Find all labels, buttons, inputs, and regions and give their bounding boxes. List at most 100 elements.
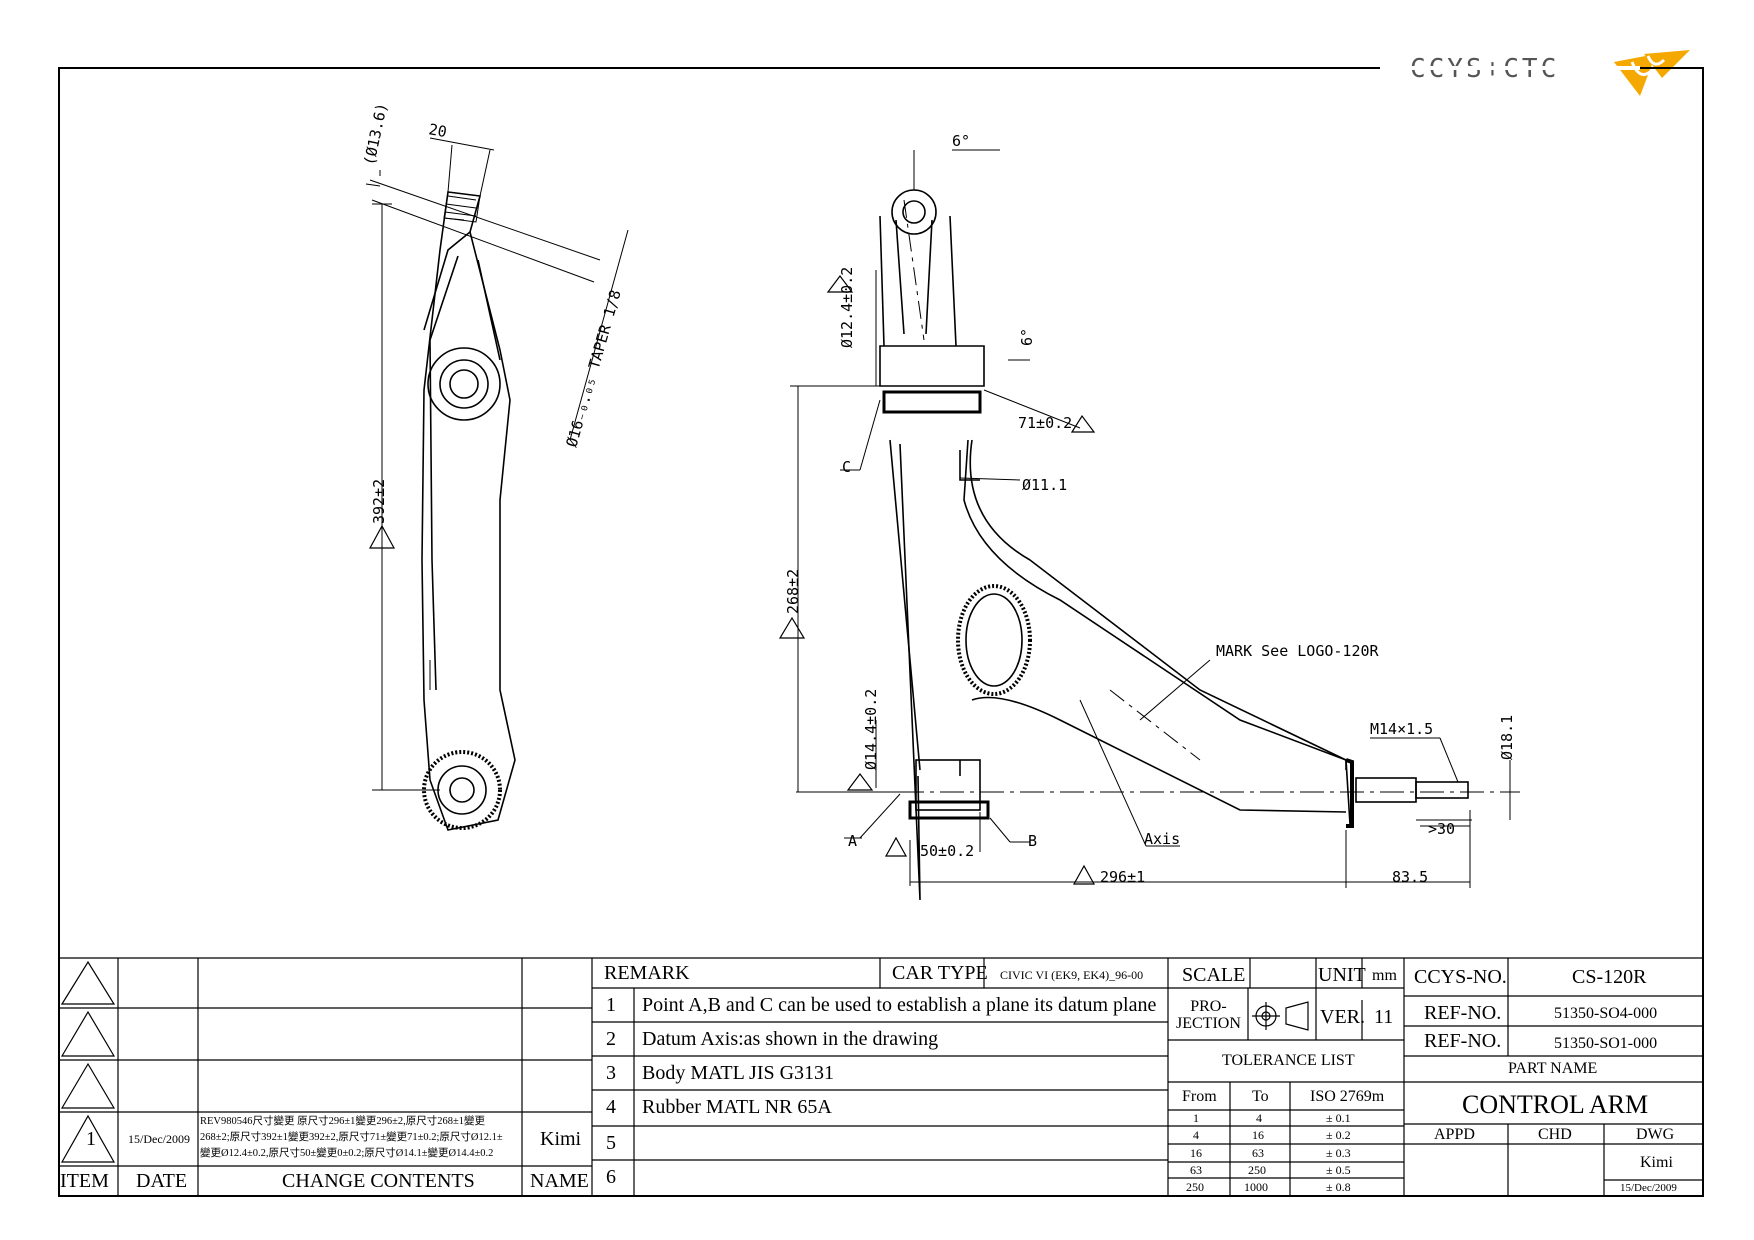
dim-d181: Ø18.1 [1498, 715, 1516, 760]
header-item: ITEM [60, 1170, 109, 1192]
left-dim-labels: (Ø13.6) 20 Ø16₋₀.₀₅ TAPER 1/8 392±2 [360, 101, 624, 524]
dwg-name: Kimi [1640, 1154, 1673, 1171]
tol-from-4: 63 [1190, 1163, 1202, 1177]
left-view-dims [365, 137, 629, 791]
remark-num-5: 5 [606, 1132, 616, 1154]
title-block-grid [58, 957, 1704, 1196]
dim-triangle-a [884, 836, 908, 857]
tol-from-1: 1 [1193, 1111, 1199, 1125]
ref-no-label-1: REF-NO. [1424, 1002, 1502, 1024]
tol-to-1: 4 [1256, 1111, 1262, 1125]
ccys-no-value: CS-120R [1572, 966, 1647, 988]
ccys-no-label: CCYS-NO. [1414, 966, 1507, 988]
remark-text-2: Datum Axis:as shown in the drawing [642, 1028, 939, 1050]
remark-num-6: 6 [606, 1166, 616, 1188]
revision-contents-2: 268±2;原尺寸392±1變更392±2,原尺寸71±變更71±0.2;原尺寸… [200, 1132, 503, 1143]
tol-from-2: 4 [1193, 1128, 1199, 1142]
dim-triangle-268 [778, 616, 806, 639]
tol-from-3: 16 [1190, 1146, 1202, 1160]
dim-label-b: B [1028, 832, 1037, 850]
tolerance-title: TOLERANCE LIST [1222, 1052, 1355, 1069]
header-date: DATE [136, 1170, 188, 1192]
header-name: NAME [530, 1170, 589, 1192]
projection-label: PRO- JECTION [1176, 998, 1241, 1032]
dim-d124: Ø12.4±0.2 [838, 267, 856, 348]
part-name-value: CONTROL ARM [1462, 1090, 1649, 1119]
ref-no-value-2: 51350-SO1-000 [1554, 1035, 1658, 1052]
tol-val-3: ± 0.3 [1326, 1146, 1351, 1160]
dim-d20: 20 [427, 120, 448, 141]
part-name-label: PART NAME [1508, 1060, 1598, 1077]
revision-contents-3: 變更Ø12.4±0.2,原尺寸50±變更0±0.2;原尺寸Ø14.1±變更Ø14… [200, 1148, 494, 1159]
tol-to-3: 63 [1252, 1146, 1264, 1160]
remark-num-2: 2 [606, 1028, 616, 1050]
revision-item: 1 [86, 1128, 96, 1150]
revision-contents-1: REV980546尺寸變更 原尺寸296±1變更296±2,原尺寸268±1變更 [200, 1116, 486, 1127]
dim-d30: >30 [1428, 820, 1455, 838]
dim-d144: Ø14.4±0.2 [862, 689, 880, 770]
revision-name: Kimi [540, 1128, 582, 1150]
dim-d835: 83.5 [1392, 868, 1428, 886]
dim-d50: 50±0.2 [920, 842, 974, 860]
tol-header-from: From [1182, 1088, 1217, 1105]
dim-label-a: A [848, 832, 857, 850]
revision-date: 15/Dec/2009 [128, 1132, 190, 1146]
dim-taper: Ø16₋₀.₀₅ TAPER 1/8 [563, 288, 625, 449]
header-change: CHANGE CONTENTS [282, 1170, 475, 1192]
dim-triangle-71 [1070, 414, 1096, 433]
company-logo-icon [1614, 50, 1690, 96]
remark-num-1: 1 [606, 994, 616, 1016]
remark-text-4: Rubber MATL NR 65A [642, 1096, 832, 1118]
tol-to-2: 16 [1252, 1128, 1264, 1142]
tol-val-1: ± 0.1 [1326, 1111, 1351, 1125]
tol-to-5: 1000 [1244, 1180, 1268, 1194]
right-view-part [879, 189, 1469, 901]
ver-label: VER. [1320, 1006, 1365, 1028]
dim-d296: 296±1 [1100, 868, 1145, 886]
right-view-dims [790, 149, 1511, 888]
ver-value: 11 [1374, 1006, 1394, 1028]
dim-d111: Ø11.1 [1022, 476, 1067, 494]
ref-no-label-2: REF-NO. [1424, 1030, 1502, 1052]
drawing-frame [58, 67, 1704, 1197]
unit-value: mm [1372, 967, 1397, 984]
chd-label: CHD [1538, 1126, 1572, 1143]
dim-triangle-296 [1072, 864, 1096, 885]
dim-d6b: 6° [1018, 328, 1036, 346]
unit-label: UNIT [1318, 964, 1366, 986]
scale-label: SCALE [1182, 964, 1246, 986]
dim-m14: M14×1.5 [1370, 720, 1433, 738]
dim-d71: 71±0.2 [1018, 414, 1072, 432]
dim-d136: (Ø13.6) [360, 101, 391, 167]
remark-text-1: Point A,B and C can be used to establish… [642, 994, 1157, 1016]
dim-triangle-392 [368, 524, 396, 549]
car-type-value: CIVIC VI (EK9, EK4)_96-00 [1000, 968, 1144, 982]
appd-label: APPD [1434, 1126, 1475, 1143]
right-view-axes [860, 199, 1520, 793]
dim-axis: Axis [1144, 830, 1180, 848]
tol-header-iso: ISO 2769m [1310, 1088, 1385, 1105]
remark-num-3: 3 [606, 1062, 616, 1084]
dwg-label: DWG [1636, 1126, 1675, 1143]
remark-num-4: 4 [606, 1096, 616, 1118]
dwg-date: 15/Dec/2009 [1620, 1182, 1677, 1194]
left-view-part [421, 191, 516, 831]
dim-label-c: C [842, 458, 851, 476]
tol-val-2: ± 0.2 [1326, 1128, 1351, 1142]
dim-triangle-144 [846, 773, 874, 791]
dim-d268: 268±2 [784, 569, 802, 614]
tol-from-5: 250 [1186, 1180, 1204, 1194]
tol-header-to: To [1252, 1088, 1269, 1105]
dim-triangle-124 [826, 275, 854, 293]
dim-d392: 392±2 [370, 479, 388, 524]
dim-d6a: 6° [952, 132, 970, 150]
remark-label: REMARK [604, 962, 690, 984]
dim-mark: MARK See LOGO-120R [1216, 642, 1380, 660]
tol-val-5: ± 0.8 [1326, 1180, 1351, 1194]
car-type-label: CAR TYPE [892, 962, 988, 984]
remark-text-3: Body MATL JIS G3131 [642, 1062, 835, 1084]
right-dim-labels: 6° Ø12.4±0.2 6° 71±0.2 Ø11.1 C 268±2 MAR… [784, 132, 1516, 886]
ref-no-value-1: 51350-SO4-000 [1554, 1005, 1658, 1022]
tol-val-4: ± 0.5 [1326, 1163, 1351, 1177]
